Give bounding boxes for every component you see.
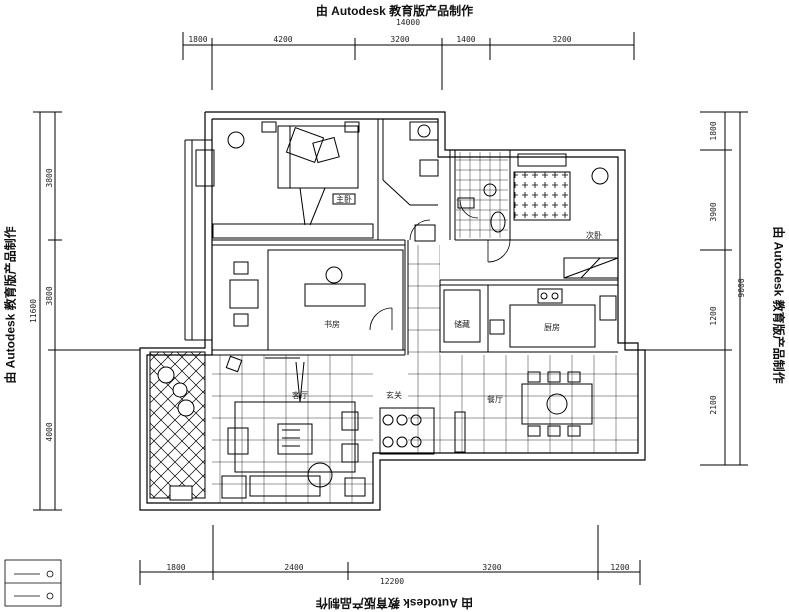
left-dimension-chain	[33, 111, 140, 511]
bottom-dim-2: 2400	[284, 563, 303, 572]
study-furniture	[229, 249, 404, 351]
dining-tiles	[408, 355, 638, 453]
watermark-bottom: 由 Autodesk 教育版产品制作	[315, 596, 474, 610]
entry-furniture	[379, 407, 435, 455]
bottom-dim-4: 1200	[610, 563, 629, 572]
label-storage: 储藏	[454, 319, 470, 329]
right-dim-total: 9000	[737, 278, 746, 297]
balcony-furniture	[157, 355, 243, 501]
right-dim-1: 1800	[709, 121, 718, 140]
bathroom-1-fixtures	[382, 121, 439, 242]
second-bedroom-furniture	[517, 153, 619, 279]
top-dim-2: 4200	[273, 35, 292, 44]
bottom-dim-3: 3200	[482, 563, 501, 572]
label-second-bedroom: 次卧	[586, 230, 602, 240]
label-kitchen: 厨房	[544, 322, 560, 332]
master-bedroom-furniture	[195, 121, 374, 239]
left-dim-1: 3800	[45, 168, 54, 187]
top-dim-1: 1800	[188, 35, 207, 44]
second-bedroom-bed	[513, 171, 571, 221]
living-furniture	[221, 357, 366, 499]
bottom-dimension-chain	[139, 525, 641, 585]
top-dim-5: 3200	[552, 35, 571, 44]
watermark-left: 由 Autodesk 教育版产品制作	[3, 226, 18, 384]
top-dimension-chain	[182, 32, 635, 90]
right-dim-2: 3900	[709, 202, 718, 221]
label-entry: 玄关	[386, 390, 402, 400]
right-dimension-chain	[640, 111, 748, 466]
bottom-dim-1: 1800	[166, 563, 185, 572]
top-dim-4: 1400	[456, 35, 475, 44]
label-living: 客厅	[292, 390, 308, 400]
bathroom-2-fixtures	[457, 183, 506, 233]
right-dim-3: 1200	[709, 306, 718, 325]
living-tiles	[212, 355, 373, 503]
watermark-top: 由 Autodesk 教育版产品制作	[315, 4, 474, 18]
kitchen-fixtures	[443, 288, 617, 348]
bottom-dim-total: 12200	[380, 577, 404, 586]
label-dining: 餐厅	[487, 395, 503, 404]
legend-box	[4, 559, 62, 607]
bath2-tiles	[456, 152, 508, 238]
hall-tiles	[408, 245, 440, 355]
watermark-right: 由 Autodesk 教育版产品制作	[771, 226, 786, 384]
doors	[369, 199, 511, 331]
dining-furniture	[454, 371, 593, 453]
left-dim-total: 11600	[29, 299, 38, 323]
label-study: 书房	[324, 319, 340, 329]
left-dim-3: 4000	[45, 422, 54, 441]
right-dim-4: 2100	[709, 395, 718, 414]
label-master-bedroom: 主卧	[336, 194, 352, 204]
top-dim-3: 3200	[390, 35, 409, 44]
left-dim-2: 3800	[45, 286, 54, 305]
top-dim-total: 14000	[396, 18, 420, 27]
